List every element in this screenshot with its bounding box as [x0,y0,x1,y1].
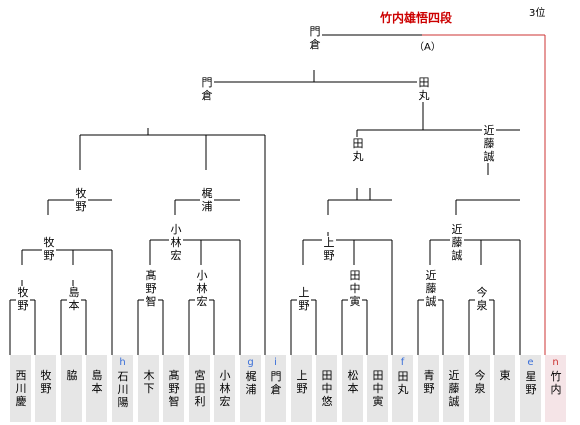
seed-label: i [274,357,277,368]
player-cell[interactable] [35,355,56,422]
player-cell[interactable] [291,355,312,422]
player-cell[interactable] [10,355,31,422]
player-cell[interactable] [520,355,541,422]
winner-note: （A） [414,42,441,53]
player-cell[interactable] [163,355,184,422]
match-winner-label: 牧野 [74,187,88,213]
player-name: 今泉 [474,369,486,395]
match-winner-label: 近藤誠 [482,124,496,163]
player-cell[interactable] [214,355,235,422]
player-name: 上野 [296,369,308,395]
player-cell[interactable] [342,355,363,422]
player-name: 竹内 [550,370,562,396]
player-cell[interactable] [392,355,413,422]
player-name: 牧野 [40,369,52,395]
match-winner-label: 今泉 [475,286,489,312]
player-name: 石川陽 [117,370,129,409]
player-cell[interactable] [61,355,82,422]
player-name: 島本 [91,369,103,395]
match-winner-label: 髙野智 [144,269,158,308]
match-winner-label: 牧野 [16,286,30,312]
player-cell[interactable] [86,355,107,422]
match-winner-label: 田中寅 [348,269,362,308]
player-name: 西川慶 [15,369,27,408]
match-winner-label: 梶浦 [200,187,214,213]
player-cell[interactable] [494,355,515,422]
player-cell[interactable] [265,355,286,422]
player-cell[interactable] [545,355,566,422]
match-winner-label: 田丸 [351,137,365,163]
seed-label: n [552,357,559,368]
player-name: 青野 [423,369,435,395]
player-name: 松本 [347,369,359,395]
player-name: 星野 [525,370,537,396]
player-cell[interactable] [316,355,337,422]
player-name: 脇 [66,369,78,382]
match-winner-label: 門倉 [200,76,214,102]
player-cell[interactable] [138,355,159,422]
winner-title: 竹内雄悟四段 [380,11,453,25]
player-cell[interactable] [240,355,261,422]
player-name: 東 [499,369,511,382]
match-winner-label: 牧野 [42,236,56,262]
seed-label: h [119,357,126,368]
match-winner-label: 小林宏 [169,223,183,262]
player-cell[interactable] [189,355,210,422]
player-cell[interactable] [469,355,490,422]
player-name: 髙野智 [168,369,180,408]
match-winner-label: 近藤誠 [450,223,464,262]
match-winner-label: 上野 [322,236,336,262]
match-winner-label: 近藤誠 [424,269,438,308]
match-winner-label: 門倉 [308,25,322,51]
player-name: 門倉 [270,370,282,396]
player-name: 梶浦 [245,370,257,396]
match-winner-label: 上野 [297,286,311,312]
rank-label: 3位 [529,8,546,19]
seed-label: e [527,357,534,368]
player-cell[interactable] [367,355,388,422]
player-name: 近藤誠 [448,369,460,408]
match-winner-label: 田丸 [417,76,431,102]
player-name: 小林宏 [219,369,231,408]
player-name: 田中悠 [321,369,333,408]
player-name: 木下 [143,369,155,395]
player-name: 宮田利 [194,369,206,408]
player-name: 田丸 [397,370,409,396]
player-cell[interactable] [443,355,464,422]
player-name: 田中寅 [372,369,384,408]
seed-label: f [400,357,405,368]
player-cell[interactable] [418,355,439,422]
match-winner-label: 小林宏 [195,269,209,308]
player-cell[interactable] [112,355,133,422]
match-winner-label: 島本 [67,286,81,312]
seed-label: g [247,357,254,368]
